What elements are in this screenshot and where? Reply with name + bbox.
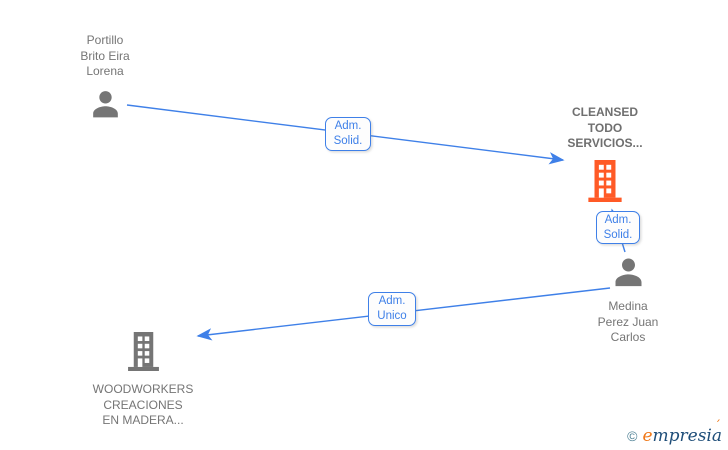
edge-label-adm-unico: Adm. Unico <box>368 292 416 326</box>
node-woodworkers[interactable]: WOODWORKERS CREACIONES EN MADERA... <box>78 330 208 429</box>
node-medina[interactable]: Medina Perez Juan Carlos <box>563 252 693 346</box>
copyright-icon: © <box>627 428 638 444</box>
node-cleansed[interactable]: CLEANSED TODO SERVICIOS... <box>540 105 670 209</box>
node-portillo[interactable]: Portillo Brito Eira Lorena <box>40 33 170 127</box>
building-icon[interactable] <box>124 330 163 378</box>
node-medina-label: Medina Perez Juan Carlos <box>597 299 659 344</box>
empresia-logo: © empresia´ <box>627 419 722 446</box>
node-portillo-label: Portillo Brito Eira Lorena <box>80 33 130 78</box>
node-cleansed-label: CLEANSED TODO SERVICIOS... <box>567 105 643 150</box>
person-icon[interactable] <box>87 85 124 127</box>
node-woodworkers-label: WOODWORKERS CREACIONES EN MADERA... <box>92 382 194 427</box>
empresia-logo-text: empresia´ <box>642 419 722 446</box>
building-icon-highlighted[interactable] <box>584 158 626 209</box>
edge-label-adm-solid-1: Adm. Solid. <box>325 117 371 151</box>
edge-label-adm-solid-2: Adm. Solid. <box>596 211 640 244</box>
logo-accent: ´ <box>714 419 722 434</box>
person-icon[interactable] <box>609 252 648 296</box>
